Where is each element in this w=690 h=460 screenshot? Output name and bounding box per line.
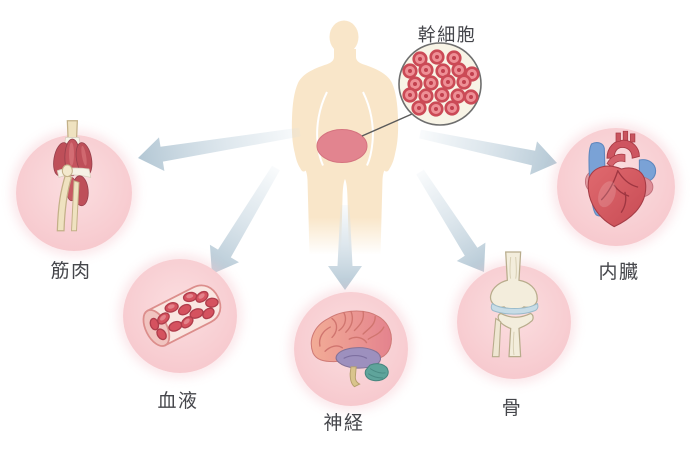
- arrow-to-organs: [419, 129, 557, 175]
- node-bone: [457, 251, 571, 379]
- stem-cell-label: 幹細胞: [417, 25, 477, 46]
- node-organs: [557, 128, 675, 246]
- arrow-to-muscle: [138, 127, 301, 171]
- node-blood: [123, 259, 237, 373]
- callout-line: [361, 113, 413, 137]
- label-bone: 骨: [501, 397, 523, 419]
- arrow-to-blood: [209, 165, 280, 274]
- arrow-to-bone: [416, 169, 486, 272]
- stem-cells-icon: [398, 42, 482, 126]
- label-nerve: 神経: [323, 412, 365, 434]
- blood-vessel-icon: [142, 284, 222, 347]
- label-muscle: 筋肉: [50, 260, 92, 282]
- bone-joint-icon: [489, 251, 539, 358]
- label-organs: 内臓: [598, 261, 640, 283]
- node-nerve: [294, 292, 408, 406]
- body-silhouette: [291, 20, 399, 254]
- differentiation-arrows: [138, 127, 557, 290]
- muscle-icon: [53, 120, 93, 232]
- brain-icon: [310, 310, 392, 388]
- label-blood: 血液: [157, 390, 199, 412]
- node-muscle: [16, 120, 132, 251]
- abdomen-oval-marker: [316, 129, 368, 163]
- heart-icon: [584, 130, 657, 228]
- arrow-to-nerve: [328, 205, 362, 290]
